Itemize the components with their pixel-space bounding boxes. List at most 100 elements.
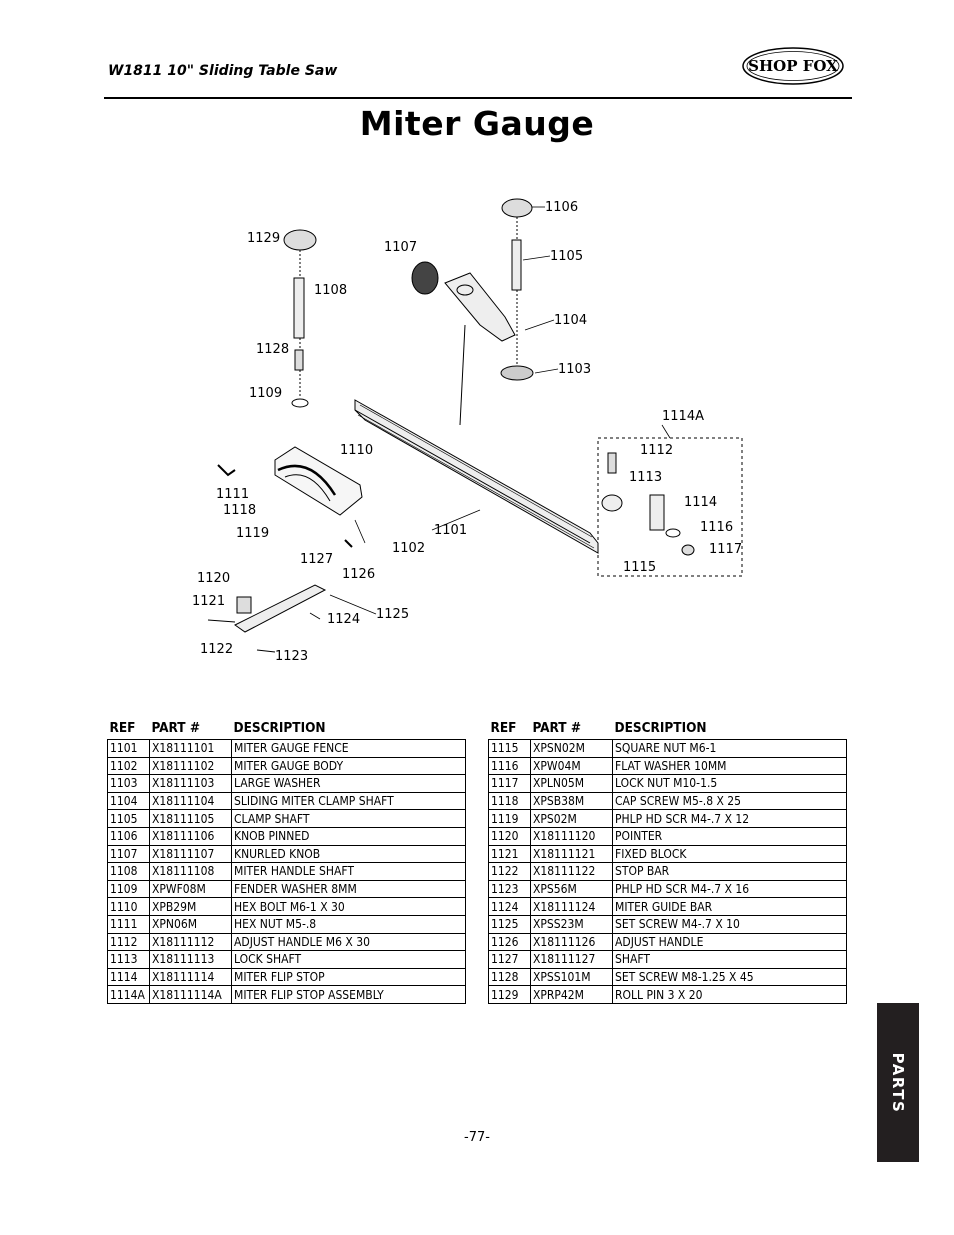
cell-ref: 1124: [488, 897, 531, 916]
cell-description: POINTER: [612, 826, 847, 846]
cell-ref: 1113: [107, 950, 150, 969]
cell-ref: 1114: [107, 967, 150, 987]
cell-description: SET SCREW M8-1.25 X 45: [612, 967, 847, 987]
cell-ref: 1116: [488, 756, 531, 776]
cell-part-number: X18111112: [149, 932, 232, 952]
cell-part-number: X18111103: [149, 774, 232, 793]
column-header-description: DESCRIPTION: [614, 720, 707, 736]
cell-ref: 1121: [488, 844, 531, 864]
svg-text:1128: 1128: [256, 342, 289, 357]
cell-description: LOCK SHAFT: [231, 950, 466, 969]
callout-labels: 1106 1129 1107 1105 1108 1104 1128 1103 …: [192, 200, 742, 664]
svg-text:1103: 1103: [558, 362, 591, 377]
cell-ref: 1120: [488, 826, 531, 846]
cell-description: MITER FLIP STOP: [231, 967, 466, 987]
svg-text:1117: 1117: [709, 542, 742, 557]
cell-ref: 1126: [488, 932, 531, 952]
svg-text:1118: 1118: [223, 503, 256, 518]
cell-ref: 1118: [488, 791, 531, 811]
cell-part-number: X18111113: [149, 950, 232, 969]
svg-text:1115: 1115: [623, 560, 656, 575]
cell-description: KNURLED KNOB: [231, 844, 466, 864]
cell-part-number: XPS02M: [530, 809, 613, 828]
svg-text:1124: 1124: [327, 612, 360, 627]
cell-ref: 1103: [107, 774, 150, 793]
cell-ref: 1123: [488, 879, 531, 899]
svg-text:1116: 1116: [700, 520, 733, 535]
cell-part-number: XPB29M: [149, 897, 232, 916]
cell-description: MITER FLIP STOP ASSEMBLY: [231, 985, 466, 1004]
cell-part-number: XPS56M: [530, 879, 613, 899]
cell-description: PHLP HD SCR M4-.7 X 16: [612, 879, 847, 899]
cell-description: ADJUST HANDLE: [612, 932, 847, 952]
svg-text:1119: 1119: [236, 526, 269, 541]
svg-text:SHOP FOX: SHOP FOX: [748, 57, 838, 75]
cell-part-number: X18111122: [530, 862, 613, 881]
cell-ref: 1106: [107, 826, 150, 846]
svg-text:1109: 1109: [249, 386, 282, 401]
cell-ref: 1102: [107, 756, 150, 776]
cell-part-number: X18111101: [149, 739, 232, 758]
section-tab: PARTS: [877, 1003, 919, 1162]
cell-part-number: X18111107: [149, 844, 232, 864]
cell-part-number: XPWF08M: [149, 879, 232, 899]
svg-text:1110: 1110: [340, 443, 373, 458]
header-rule: [104, 97, 852, 99]
cell-ref: 1122: [488, 862, 531, 881]
cell-part-number: X18111104: [149, 791, 232, 811]
svg-text:1113: 1113: [629, 470, 662, 485]
cell-description: MITER HANDLE SHAFT: [231, 862, 466, 881]
cell-part-number: X18111102: [149, 756, 232, 776]
svg-text:1105: 1105: [550, 249, 583, 264]
cell-part-number: X18111127: [530, 950, 613, 969]
cell-description: LARGE WASHER: [231, 774, 466, 793]
page-title: Miter Gauge: [359, 104, 595, 143]
cell-ref: 1127: [488, 950, 531, 969]
cell-part-number: XPW04M: [530, 756, 613, 776]
shop-fox-logo: SHOP FOX: [742, 47, 844, 85]
svg-text:1121: 1121: [192, 594, 225, 609]
cell-description: SQUARE NUT M6-1: [612, 739, 847, 758]
cell-part-number: X18111124: [530, 897, 613, 916]
cell-part-number: X18111114A: [149, 985, 232, 1004]
cell-ref: 1110: [107, 897, 150, 916]
cell-part-number: XPSN02M: [530, 739, 613, 758]
cell-part-number: X18111106: [149, 826, 232, 846]
cell-ref: 1101: [107, 739, 150, 758]
column-header-description: DESCRIPTION: [233, 720, 326, 736]
cell-description: CLAMP SHAFT: [231, 809, 466, 828]
svg-text:1101: 1101: [434, 523, 467, 538]
cell-description: PHLP HD SCR M4-.7 X 12: [612, 809, 847, 828]
svg-text:1120: 1120: [197, 571, 230, 586]
column-header-part: PART #: [532, 720, 582, 736]
cell-ref: 1117: [488, 774, 531, 793]
svg-text:1129: 1129: [247, 231, 280, 246]
table-header-row: REF PART # DESCRIPTION: [108, 720, 466, 740]
cell-part-number: XPSB38M: [530, 791, 613, 811]
cell-description: SLIDING MITER CLAMP SHAFT: [231, 791, 466, 811]
cell-ref: 1129: [488, 985, 531, 1004]
svg-text:1114A: 1114A: [662, 409, 704, 424]
header-model-title: W1811 10" Sliding Table Saw: [108, 63, 338, 79]
cell-ref: 1108: [107, 862, 150, 881]
svg-text:1122: 1122: [200, 642, 233, 657]
cell-description: ROLL PIN 3 X 20: [612, 985, 847, 1004]
cell-ref: 1125: [488, 914, 531, 934]
